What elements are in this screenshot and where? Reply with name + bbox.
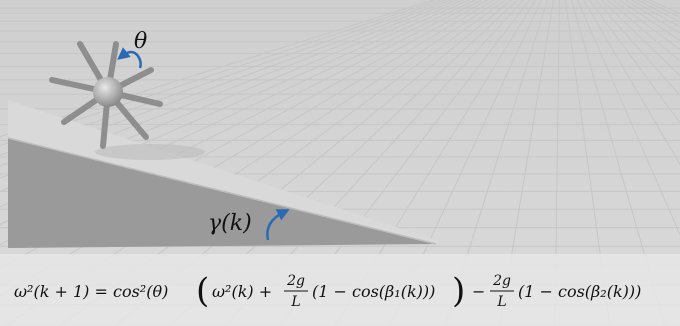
ramp-edge <box>7 137 437 245</box>
wheel-shadow <box>95 144 205 160</box>
grid-line <box>576 0 680 236</box>
grid-line <box>588 0 680 124</box>
gamma-arrow-icon <box>266 209 290 241</box>
fraction1-denominator: L <box>290 294 300 310</box>
grid-line <box>0 0 483 246</box>
ramp-side-face <box>8 138 436 248</box>
theta-label: θ <box>134 29 147 54</box>
grid-line <box>0 0 435 138</box>
fraction2-numerator: 2g <box>492 273 511 289</box>
equation-lhs: ω²(k + 1) = cos²(θ) <box>14 282 168 301</box>
fraction1-numerator: 2g <box>286 273 305 289</box>
equation-term3: (1 − cos(β₂(k))) <box>518 282 641 301</box>
grid-line <box>0 0 471 208</box>
grid-line <box>0 0 441 147</box>
equation: ω²(k + 1) = cos²(θ) ( ω²(k) + 2g L (1 − … <box>14 271 641 311</box>
theta-arrow-icon <box>117 47 142 69</box>
grid-line <box>594 0 680 96</box>
equation-paren-close: ) <box>452 271 465 311</box>
grid-line <box>618 0 680 42</box>
equation-band <box>0 254 680 326</box>
equation-term1: ω²(k) + <box>212 282 272 301</box>
rimless-wheel <box>49 41 163 149</box>
ramp <box>7 100 437 248</box>
grid-line <box>630 0 680 28</box>
grid-line <box>624 0 680 34</box>
wheel-hub <box>93 77 123 107</box>
equation-minus: − <box>472 282 485 301</box>
fraction2-denominator: L <box>496 294 506 310</box>
grid-line <box>600 0 680 77</box>
ramp-top-surface <box>8 100 436 244</box>
equation-term2: (1 − cos(β₁(k))) <box>312 282 435 301</box>
grid-line <box>606 0 680 62</box>
grid-line <box>582 0 680 166</box>
grid-line <box>636 0 680 23</box>
grid-line <box>0 0 477 226</box>
gamma-label: γ(k) <box>208 211 252 236</box>
equation-paren-open: ( <box>196 271 209 311</box>
grid-line <box>612 0 680 51</box>
